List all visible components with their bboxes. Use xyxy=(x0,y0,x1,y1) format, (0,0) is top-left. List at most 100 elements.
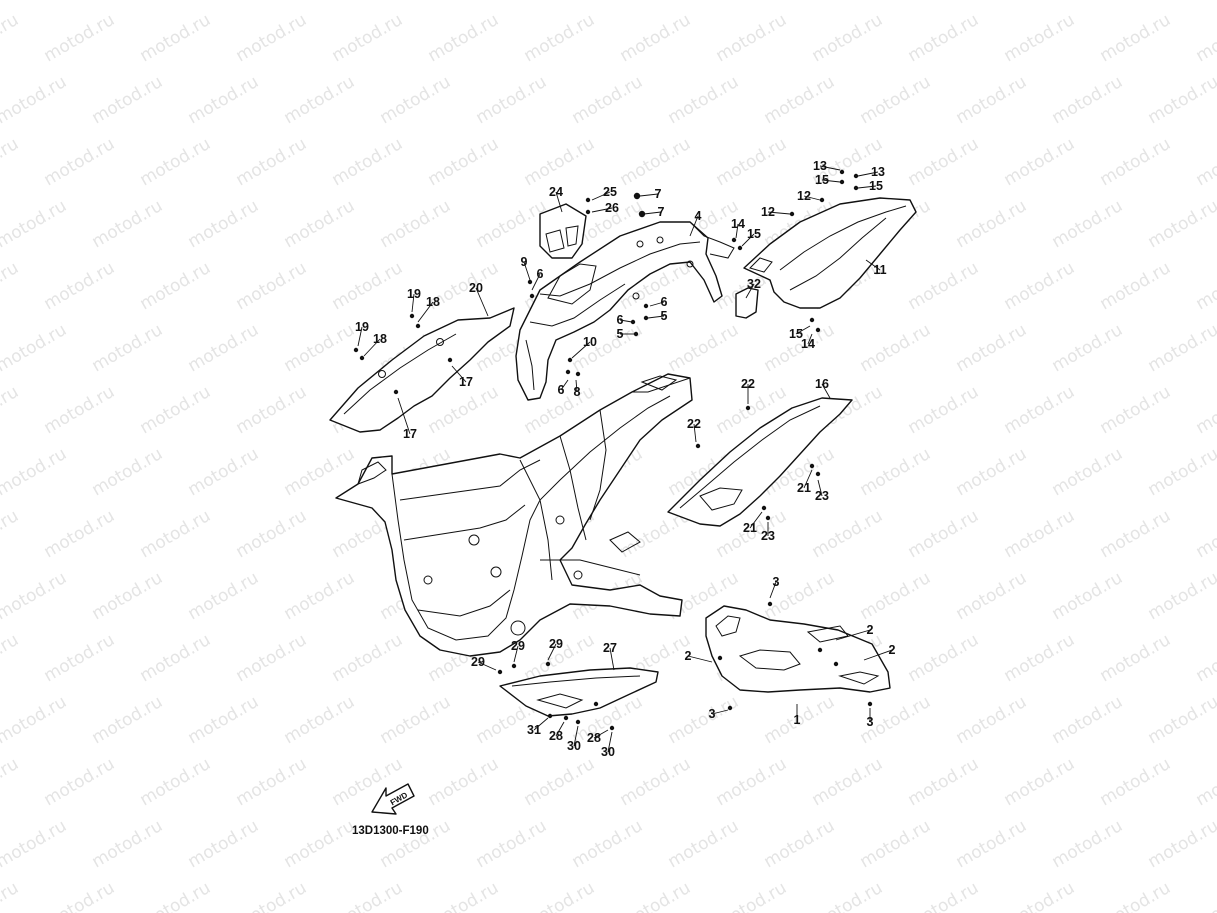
callout-leader-c-11 xyxy=(865,259,881,271)
callout-leader-c-19a xyxy=(411,293,415,313)
callout-c-17b: 17 xyxy=(403,427,417,441)
callout-leader-c-4 xyxy=(689,215,699,237)
callout-c-13a: 13 xyxy=(813,159,827,173)
callout-c-11: 11 xyxy=(873,263,886,277)
callout-leader-c-29a xyxy=(547,643,557,661)
callout-c-24: 24 xyxy=(549,185,563,199)
callout-leader-c-3a xyxy=(769,581,777,599)
callout-leader-c-13a xyxy=(819,165,841,171)
callout-leader-c-16 xyxy=(821,383,831,399)
callout-c-3b: 3 xyxy=(709,707,716,721)
callout-c-26: 26 xyxy=(605,201,619,215)
callout-c-15b: 15 xyxy=(869,179,883,193)
callout-c-29a: 29 xyxy=(549,637,563,651)
callout-c-28b: 28 xyxy=(587,731,601,745)
callout-c-6d: 6 xyxy=(558,383,565,397)
callout-leader-c-6a xyxy=(531,273,541,291)
callout-c-2a: 2 xyxy=(685,649,692,663)
callout-leader-c-12a xyxy=(803,195,821,201)
part-4-rear-fender xyxy=(515,221,735,401)
callout-leader-c-21a xyxy=(803,469,813,489)
callout-c-15a: 15 xyxy=(815,173,829,187)
callout-c-6c: 6 xyxy=(661,295,668,309)
callout-c-6a: 6 xyxy=(537,267,544,281)
callout-leader-c-12b xyxy=(767,211,791,215)
callout-leader-c-31 xyxy=(533,717,549,731)
callout-leader-c-3b xyxy=(711,709,729,715)
callout-leader-c-15a xyxy=(821,179,841,183)
callout-c-27: 27 xyxy=(603,641,617,655)
callout-leader-c-15d xyxy=(795,325,811,335)
callout-c-31: 31 xyxy=(527,723,541,737)
callout-leader-c-32 xyxy=(745,283,755,299)
callout-leader-c-28b xyxy=(593,729,609,739)
callout-leader-c-2b xyxy=(835,629,871,641)
callout-leader-c-22b xyxy=(693,423,697,443)
callout-c-20: 20 xyxy=(469,281,483,295)
callout-c-2b: 2 xyxy=(867,623,874,637)
callout-leader-c-5b xyxy=(647,315,665,319)
callout-leader-c-23a xyxy=(817,479,823,497)
callout-leader-c-24 xyxy=(555,191,563,213)
callout-leader-c-10 xyxy=(571,341,591,359)
callout-c-29c: 29 xyxy=(471,655,485,669)
callout-c-23a: 23 xyxy=(815,489,829,503)
callout-c-22a: 22 xyxy=(741,377,755,391)
callout-leader-c-27 xyxy=(609,647,615,671)
callout-leader-c-20 xyxy=(475,287,489,317)
callout-leader-c-29c xyxy=(477,661,497,671)
callout-c-9: 9 xyxy=(521,255,528,269)
callout-leader-c-2c xyxy=(863,649,893,661)
callout-c-18a: 18 xyxy=(426,295,440,309)
callout-leader-c-15c xyxy=(741,233,755,247)
callout-c-13b: 13 xyxy=(871,165,885,179)
callout-c-10: 10 xyxy=(583,335,597,349)
part-20-side-cover xyxy=(329,307,515,433)
callout-c-14b: 14 xyxy=(801,337,815,351)
callout-c-12a: 12 xyxy=(797,189,811,203)
callout-c-19a: 19 xyxy=(407,287,421,301)
callout-c-21a: 21 xyxy=(797,481,811,495)
callout-leader-c-7a xyxy=(639,193,659,197)
callout-leader-c-14a xyxy=(735,223,739,239)
callout-c-12b: 12 xyxy=(761,205,775,219)
callout-c-15d: 15 xyxy=(789,327,803,341)
callout-c-6b: 6 xyxy=(617,313,624,327)
callout-c-29b: 29 xyxy=(511,639,525,653)
callout-leader-c-8 xyxy=(575,379,578,393)
callout-leader-c-9 xyxy=(523,261,531,281)
callout-c-7a: 7 xyxy=(655,187,662,201)
callout-c-3c: 3 xyxy=(867,715,874,729)
callout-c-17a: 17 xyxy=(459,375,473,389)
part-24-cover xyxy=(539,203,587,259)
callout-c-30b: 30 xyxy=(601,745,615,759)
callout-leader-c-17b xyxy=(397,397,411,435)
callout-leader-c-25 xyxy=(591,191,611,201)
callout-c-16: 16 xyxy=(815,377,829,391)
fwd-arrow: FWD xyxy=(371,783,415,815)
diagram-code: 13D1300-F190 xyxy=(352,825,429,837)
callout-leader-c-29b xyxy=(513,645,519,663)
part-11-rear-cowl xyxy=(743,197,917,309)
callout-c-2c: 2 xyxy=(889,643,896,657)
callout-leader-c-19b xyxy=(357,326,363,347)
part-1-under-cowl xyxy=(705,605,891,693)
fasteners xyxy=(353,169,873,731)
callout-leader-c-18a xyxy=(417,301,434,323)
callout-leader-c-21b xyxy=(749,511,763,529)
callout-c-19b: 19 xyxy=(355,320,369,334)
callout-c-28a: 28 xyxy=(549,729,563,743)
callout-leader-c-6b xyxy=(619,319,633,323)
callout-leader-c-26 xyxy=(591,207,613,213)
callout-c-5b: 5 xyxy=(661,309,668,323)
callout-c-30a: 30 xyxy=(567,739,581,753)
callout-leader-c-28a xyxy=(555,721,565,737)
callout-leader-c-30a xyxy=(573,725,579,747)
callout-c-32: 32 xyxy=(747,277,761,291)
frame xyxy=(335,373,693,657)
callout-c-14a: 14 xyxy=(731,217,745,231)
part-27-chain-guard xyxy=(499,667,659,717)
